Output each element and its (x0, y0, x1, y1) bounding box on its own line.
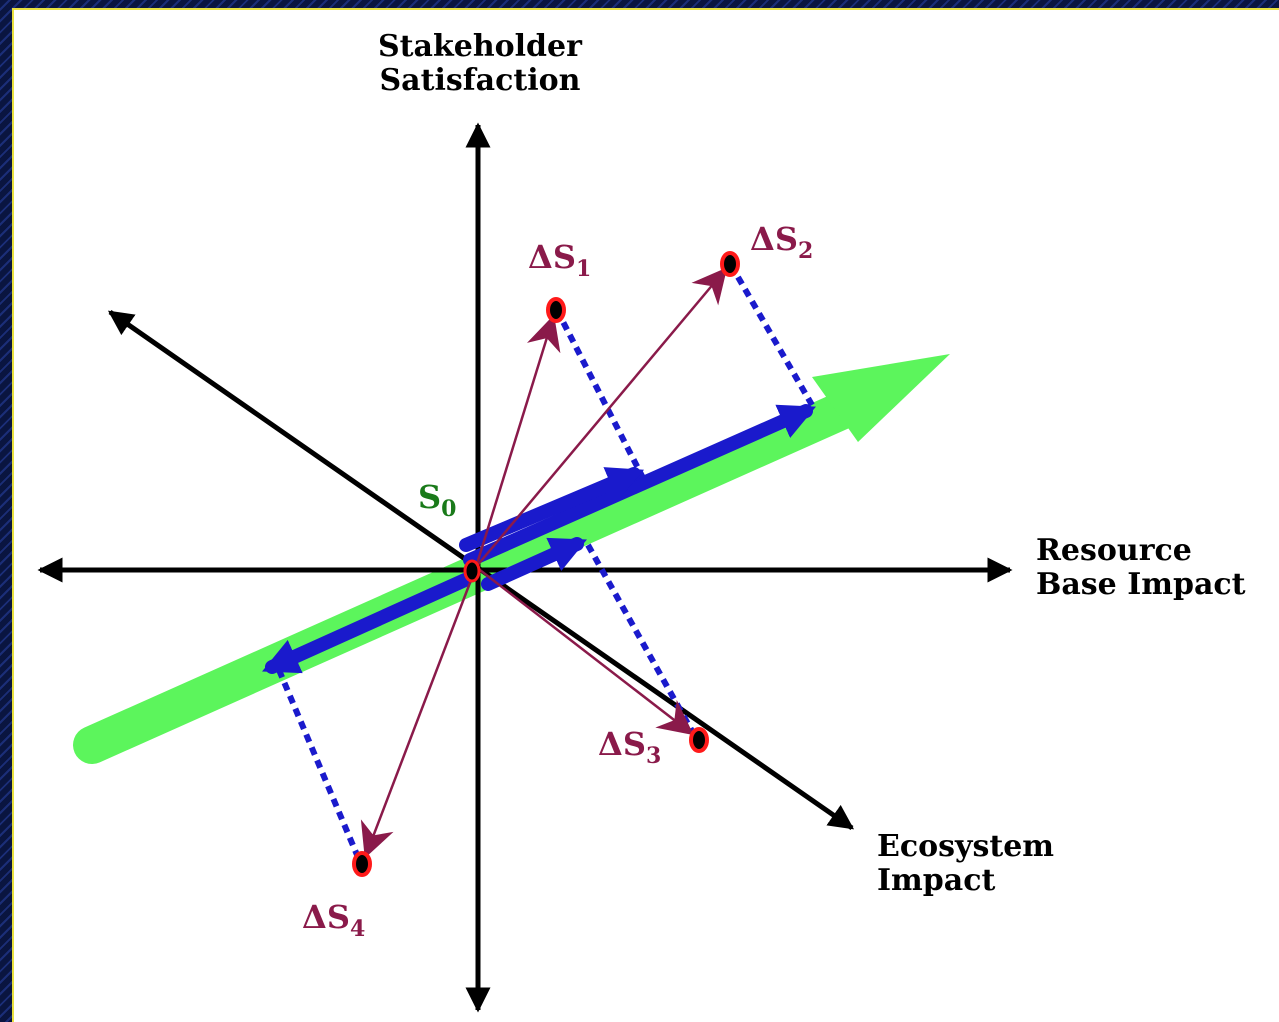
origin-point (463, 559, 481, 583)
delta-vectors (360, 267, 728, 859)
label-delta-s3: ΔS3 (598, 725, 661, 769)
label-stakeholder-satisfaction: Stakeholder Satisfaction (378, 30, 582, 97)
projection-vector-4 (262, 573, 472, 674)
projection-dashed-4 (276, 668, 363, 864)
delta-vector-2 (475, 267, 728, 568)
projected-vectors (262, 404, 816, 674)
label-resource-base-impact: Resource Base Impact (1036, 534, 1246, 601)
label-delta-s2-subscript: 2 (797, 238, 814, 264)
point-delta-1 (546, 297, 566, 323)
point-delta-2 (720, 251, 740, 277)
label-horizontal-line2: Base Impact (1036, 566, 1246, 602)
projection-vector-long (463, 404, 816, 567)
points (352, 251, 740, 877)
label-horizontal-line1: Resource (1036, 533, 1192, 568)
label-vertical-line2: Satisfaction (379, 62, 581, 98)
projection-dashed-2 (728, 263, 815, 407)
label-delta-s3-symbol: ΔS (598, 725, 646, 763)
delta-vector-4 (360, 566, 478, 859)
label-ecosystem-impact: Ecosystem Impact (877, 830, 1054, 897)
projection-vector-1 (459, 467, 645, 552)
delta-vector-3 (475, 566, 694, 736)
projection-dashed-1 (554, 308, 646, 480)
label-delta-s1-symbol: ΔS (528, 238, 576, 276)
label-s0: S0 (418, 478, 456, 522)
label-delta-s2-symbol: ΔS (750, 220, 798, 258)
label-delta-s4: ΔS4 (302, 898, 365, 942)
label-vertical-line1: Stakeholder (378, 29, 582, 64)
projection-vector-3 (481, 537, 587, 591)
label-delta-s3-subscript: 3 (645, 743, 662, 769)
label-s0-symbol: S (418, 478, 442, 516)
point-delta-3 (689, 727, 709, 753)
label-delta-s4-symbol: ΔS (302, 898, 350, 936)
label-diagonal-line2: Impact (877, 862, 996, 898)
projection-dashed-3 (585, 543, 700, 742)
label-s0-subscript: 0 (441, 496, 457, 522)
trend-arrow (73, 354, 950, 764)
label-delta-s4-subscript: 4 (349, 916, 366, 942)
delta-vector-1 (474, 314, 561, 568)
label-delta-s1: ΔS1 (528, 238, 591, 282)
label-delta-s2: ΔS2 (750, 220, 813, 264)
label-diagonal-line1: Ecosystem (877, 829, 1055, 864)
point-delta-4 (352, 851, 372, 877)
label-delta-s1-subscript: 1 (575, 256, 592, 282)
